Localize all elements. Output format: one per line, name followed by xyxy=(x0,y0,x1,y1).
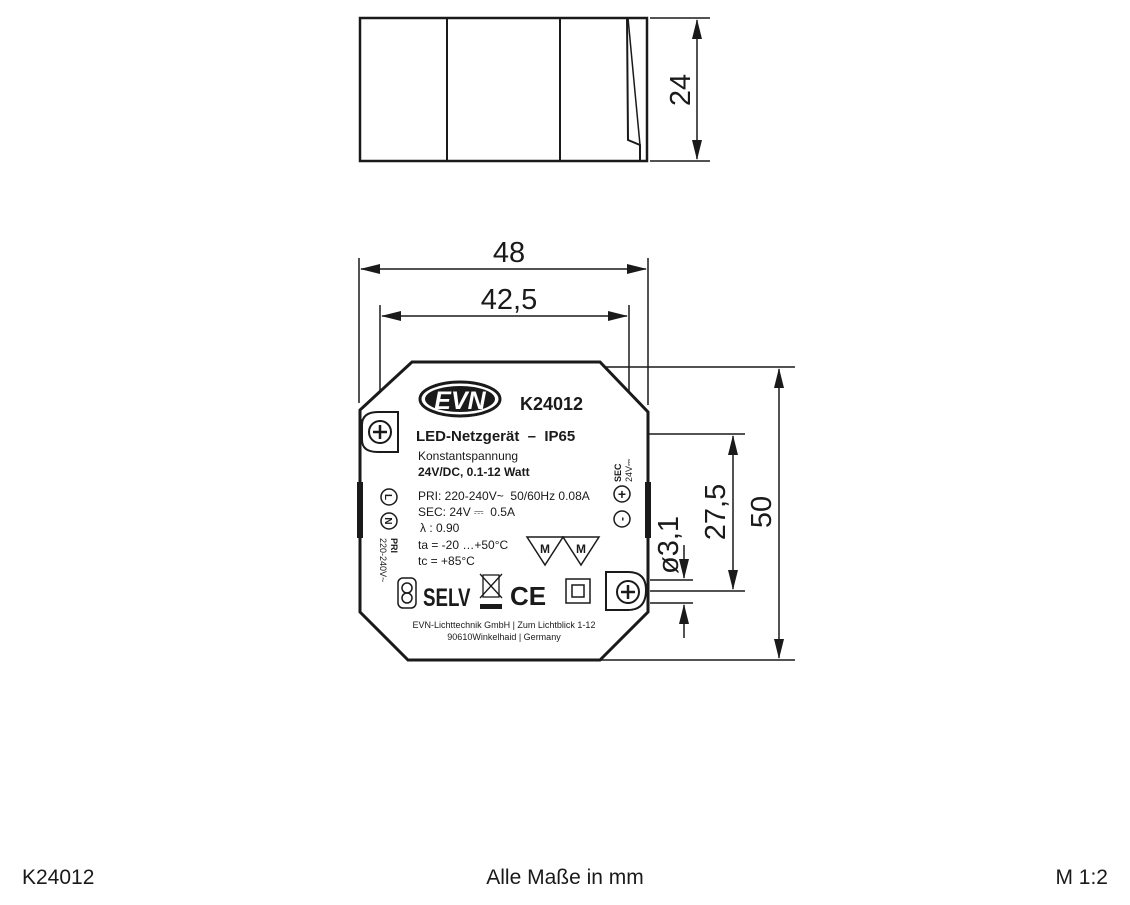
footer-units-note: Alle Maße in mm xyxy=(486,866,644,889)
dimension-label-48: 48 xyxy=(493,237,525,269)
footer-scale: M 1:2 xyxy=(1055,866,1108,889)
device-subtitle: Konstantspannung xyxy=(418,449,518,463)
side-view-chamfer-edge xyxy=(627,17,641,146)
sec-voltage: 24V⎓ xyxy=(624,459,634,482)
technical-drawing: 24 48 42,5 50 27,5 ø3,1 xyxy=(357,16,795,662)
company-line-1: EVN-Lichttechnik GmbH | Zum Lichtblick 1… xyxy=(413,620,596,630)
side-clip-right xyxy=(645,482,651,538)
m-mark-icon: M xyxy=(525,536,565,567)
dimension-label-27-5: 27,5 xyxy=(700,484,732,540)
device-title: LED-Netzgerät – IP65 xyxy=(416,428,575,445)
screw-icon xyxy=(605,571,648,611)
dimension-label-42-5: 42,5 xyxy=(481,284,537,316)
transformer-icon xyxy=(397,577,417,609)
side-view-chamfer xyxy=(626,17,641,161)
pri-voltage: 220-240V~ xyxy=(378,538,388,582)
side-view xyxy=(358,16,710,163)
dimension-label-50: 50 xyxy=(746,496,778,528)
device-rating: 24V/DC, 0.1-12 Watt xyxy=(418,465,530,479)
ce-mark: CE xyxy=(510,581,546,611)
terminal-minus: - xyxy=(613,510,631,528)
pri-label: PRI xyxy=(389,538,399,553)
footer-model: K24012 xyxy=(22,866,95,889)
device-lambda-line: λ : 0.90 xyxy=(420,521,460,535)
svg-text:M: M xyxy=(540,542,550,556)
svg-text:-: - xyxy=(615,517,629,521)
company-line-2: 90610Winkelhaid | Germany xyxy=(447,632,561,642)
svg-text:+: + xyxy=(618,486,626,502)
logo-text: EVN xyxy=(434,387,486,415)
side-view-body xyxy=(358,16,649,163)
evn-logo: EVN xyxy=(418,380,502,418)
device-pri-line: PRI: 220-240V~ 50/60Hz 0.08A xyxy=(418,489,590,503)
device-tc-line: tc = +85°C xyxy=(418,554,475,568)
dimension-label-24: 24 xyxy=(665,74,697,106)
terminal-n: N xyxy=(380,512,398,530)
top-view-dimensions xyxy=(358,258,795,661)
dimension-label-hole-diameter: ø3,1 xyxy=(653,516,685,574)
svg-text:M: M xyxy=(576,542,586,556)
screw-icon xyxy=(361,411,399,453)
device-ta-line: ta = -20 …+50°C xyxy=(418,538,509,552)
terminal-plus: + xyxy=(613,485,631,503)
selv-mark: SELV xyxy=(423,583,471,611)
device-sec-line: SEC: 24V ⎓ 0.5A xyxy=(418,505,515,519)
weee-bin-icon xyxy=(479,573,503,609)
class-ii-icon xyxy=(565,578,591,604)
terminal-l: L xyxy=(380,488,398,506)
svg-text:L: L xyxy=(382,494,393,500)
device-model: K24012 xyxy=(520,394,583,414)
sec-label: SEC xyxy=(613,463,623,482)
side-clip-left xyxy=(357,482,363,538)
svg-text:N: N xyxy=(382,517,393,524)
m-mark-icon: M xyxy=(561,536,601,567)
